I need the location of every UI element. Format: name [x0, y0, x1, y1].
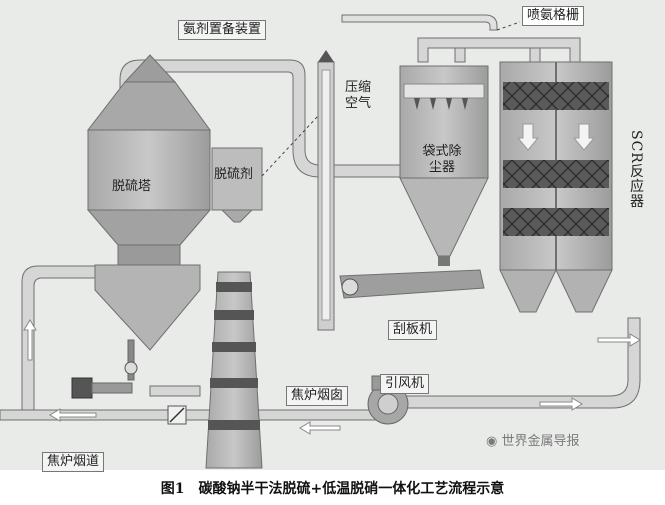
wechat-icon: ◉ — [486, 434, 502, 449]
pipe-ammonia — [341, 14, 498, 31]
chimney — [205, 271, 263, 469]
pipe-scr-top-mid — [454, 47, 541, 63]
bucket-elevator — [317, 50, 335, 331]
label-coke-flue-left: 焦炉烟道 — [42, 452, 105, 472]
pipe-bottom-connector — [149, 385, 201, 397]
pipe-bottom-right — [394, 317, 641, 409]
label-induced-fan: 引风机 — [380, 374, 430, 394]
desulfurizer-hopper — [211, 147, 263, 223]
process-flow-svg — [0, 14, 641, 469]
label-bag-filter: 袋式除尘器 — [422, 144, 462, 175]
label-compressed-air: 压缩空气 — [345, 80, 372, 111]
pipe-scr-top — [417, 37, 581, 63]
label-ammonia-grid: 喷氨格栅 — [522, 6, 585, 26]
label-coke-flue-right: 焦炉烟囱 — [286, 386, 349, 406]
label-desulfurizer: 脱硫剂 — [214, 167, 254, 182]
label-scraper: 刮板机 — [388, 320, 438, 340]
bag-filter — [399, 65, 489, 266]
label-ammonia-prep: 氨剂置备装置 — [178, 20, 267, 40]
label-scr-reactor: SCR反应器 — [628, 130, 644, 209]
leader-lines — [261, 21, 521, 177]
desulfurization-tower — [71, 54, 212, 399]
damper — [167, 405, 187, 425]
process-diagram: 氨剂置备装置 喷氨格栅 压缩空气 脱硫塔 脱硫剂 袋式除尘器 SCR反应器 刮板… — [0, 0, 665, 472]
scr-reactor — [499, 61, 613, 313]
flow-arrows — [23, 319, 641, 435]
watermark: ◉ 世界金属导报 — [486, 430, 580, 449]
scraper-conveyor — [339, 269, 485, 299]
figure-caption: 图1 碳酸钠半干法脱硫+低温脱硝一体化工艺流程示意 — [160, 481, 505, 497]
label-desulfurization-tower: 脱硫塔 — [112, 179, 152, 194]
watermark-text: 世界金属导报 — [501, 434, 580, 449]
